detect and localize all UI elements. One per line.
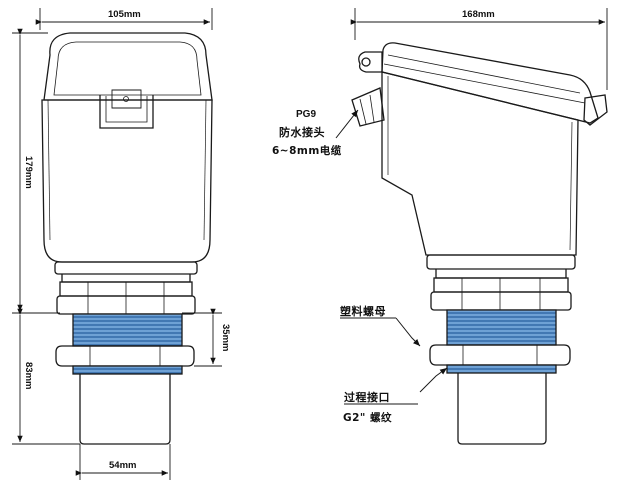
dim-bottom-width: 54mm [107, 460, 139, 471]
side-view [351, 42, 608, 445]
side-clasp [583, 94, 608, 126]
callout-leaders [335, 109, 448, 405]
label-thread-spec: G2" 螺纹 [343, 412, 393, 424]
side-plastic-nut [429, 344, 571, 366]
side-body [381, 71, 579, 256]
front-lid [43, 32, 213, 101]
side-thread [446, 309, 557, 346]
side-hinge [358, 51, 383, 73]
side-neck [426, 254, 576, 270]
label-waterproof-connector: 防水接头 [279, 126, 325, 139]
dim-thread-length: 35mm [220, 322, 231, 354]
label-process-connection: 过程接口 [344, 391, 390, 404]
dim-height-lower: 83mm [23, 360, 34, 392]
label-cable: 6~8mm电缆 [272, 145, 342, 157]
side-tube [457, 373, 547, 445]
front-latch [99, 95, 154, 129]
front-tube [79, 374, 171, 445]
front-view [41, 32, 213, 445]
label-plastic-nut: 塑料螺母 [340, 305, 386, 318]
front-body [41, 99, 213, 263]
side-lid [381, 42, 599, 124]
dim-height-upper: 179mm [23, 154, 34, 191]
dim-side-width: 168mm [460, 9, 497, 20]
front-thread [72, 313, 183, 347]
label-pg9: PG9 [296, 109, 317, 120]
front-plastic-nut [55, 345, 195, 367]
front-neck [54, 261, 198, 275]
dimension-lines [12, 8, 608, 480]
side-cable-gland [351, 87, 385, 127]
dim-front-width: 105mm [106, 9, 143, 20]
